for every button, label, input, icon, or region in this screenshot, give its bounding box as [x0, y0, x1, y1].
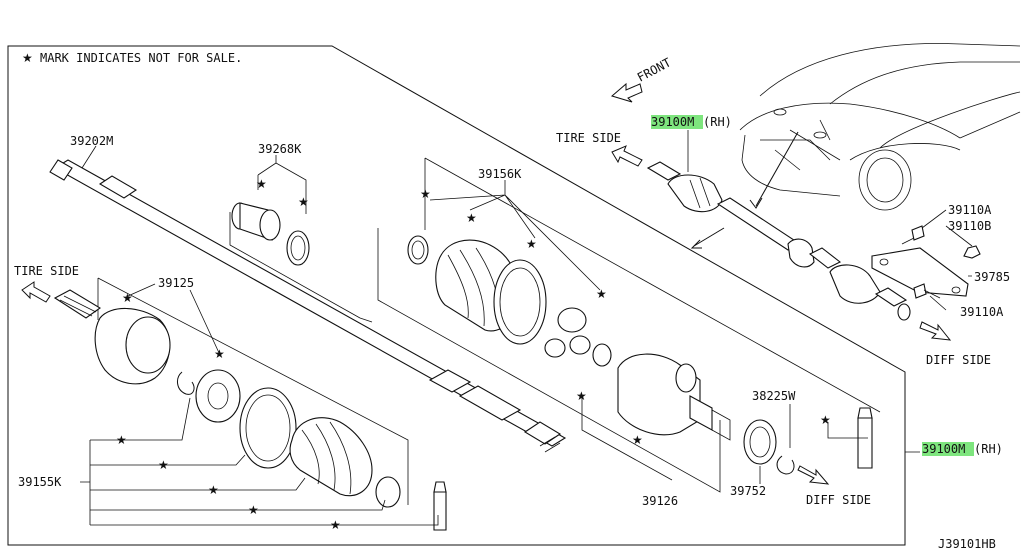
star-39268k-a: ★ [256, 177, 267, 191]
star-39155k-a: ★ [116, 433, 127, 447]
front-arrow [610, 82, 643, 103]
star-39126-b: ★ [632, 433, 643, 447]
star-39155k-d: ★ [248, 503, 259, 517]
leader-39126 [581, 395, 673, 481]
vehicle-sketch [739, 43, 1021, 211]
band-39155k[interactable] [239, 387, 297, 469]
star-39156k-d: ★ [596, 287, 607, 301]
label-39752: 39752 [730, 484, 766, 498]
tire-side-left-label: TIRE SIDE [14, 264, 79, 278]
vehicle-pointer-arrow [755, 131, 799, 207]
star-39125-b: ★ [214, 347, 225, 361]
bracket-39785[interactable] [871, 247, 969, 297]
leaders-39155k [80, 397, 439, 526]
diff-side-right-arrow [919, 321, 952, 341]
tire-side-left-arrow [21, 281, 51, 303]
assembly-arrow [693, 227, 725, 247]
bolt-39110a-top[interactable] [901, 225, 925, 245]
boot-39155k[interactable] [289, 417, 373, 497]
leader-39156k [429, 180, 601, 291]
star-39156k-b: ★ [466, 211, 477, 225]
diagram-code: J39101HB [938, 537, 996, 551]
dashbox-39268k [229, 212, 373, 323]
leader-39125 [127, 283, 221, 356]
highlight-39100m-top [651, 115, 703, 129]
star-39156k-a: ★ [420, 187, 431, 201]
star-39155k-b: ★ [158, 458, 169, 472]
label-39156k: 39156K [478, 167, 522, 181]
leader-39100m-right [827, 422, 920, 453]
leaders-bracket [921, 209, 973, 311]
frame-39125 [97, 277, 409, 505]
label-39110b: 39110B [948, 219, 991, 233]
label-39155k: 39155K [18, 475, 62, 489]
tire-side-inset-label: TIRE SIDE [556, 131, 621, 145]
front-label: FRONT [635, 55, 673, 84]
label-39100m-top-suffix: (RH) [703, 115, 732, 129]
bracket-39268k [257, 155, 307, 214]
frame-39156k [377, 157, 881, 493]
label-39110a-bottom: 39110A [960, 305, 1004, 319]
notice-star: ★ [22, 51, 33, 65]
diff-side-bottom-arrow [797, 465, 830, 485]
clamp-39155k[interactable] [375, 476, 401, 508]
outer-joint-39125[interactable] [53, 289, 171, 385]
circlip-38225w[interactable] [776, 455, 795, 475]
damper-39268k[interactable] [231, 202, 281, 241]
label-39100m-right-suffix: (RH) [974, 442, 1003, 456]
grease-39155k[interactable] [433, 481, 447, 531]
notice-text: MARK INDICATES NOT FOR SALE. [40, 51, 242, 65]
diff-side-bottom-label: DIFF SIDE [806, 493, 871, 507]
vehicle-pointer-head [749, 197, 763, 209]
grease-39100m[interactable] [857, 407, 873, 469]
seal-39752[interactable] [743, 419, 777, 465]
label-38225w: 38225W [752, 389, 796, 403]
bolt-39110a-bottom[interactable] [913, 283, 941, 299]
snap-ring-39156k[interactable] [592, 343, 612, 367]
label-39100m-top: 39100M [651, 115, 694, 129]
star-39126-a: ★ [576, 389, 587, 403]
spider-39156k[interactable] [544, 307, 591, 358]
tire-side-inset-arrow [611, 145, 643, 167]
main-frame [7, 45, 906, 546]
assembled-driveshaft[interactable] [646, 161, 911, 321]
label-39202m: 39202M [70, 134, 113, 148]
shaft-39202m[interactable] [49, 159, 567, 453]
star-39155k-c: ★ [208, 483, 219, 497]
housing-39126[interactable] [617, 353, 731, 441]
band-39268k[interactable] [286, 230, 310, 266]
star-39100m-grease: ★ [820, 413, 831, 427]
circlip-39125[interactable] [177, 371, 195, 395]
label-39126: 39126 [642, 494, 678, 508]
star-39156k-c: ★ [526, 237, 537, 251]
label-39110a-top: 39110A [948, 203, 992, 217]
star-39268k-b: ★ [298, 195, 309, 209]
band-39156k[interactable] [493, 259, 547, 345]
inner-race-39125[interactable] [195, 369, 241, 423]
diff-side-right-label: DIFF SIDE [926, 353, 991, 367]
highlight-39100m-right [922, 442, 974, 456]
label-39268k: 39268K [258, 142, 302, 156]
label-39100m-right: 39100M [922, 442, 965, 456]
star-39125-a: ★ [122, 291, 133, 305]
label-39125: 39125 [158, 276, 194, 290]
assembly-arrow-head [690, 239, 702, 249]
clamp-39156k-small[interactable] [407, 235, 429, 265]
nut-39110b[interactable] [963, 245, 981, 259]
star-39155k-e: ★ [330, 518, 341, 532]
leader-39202m [81, 145, 97, 169]
label-39785: 39785 [974, 270, 1010, 284]
